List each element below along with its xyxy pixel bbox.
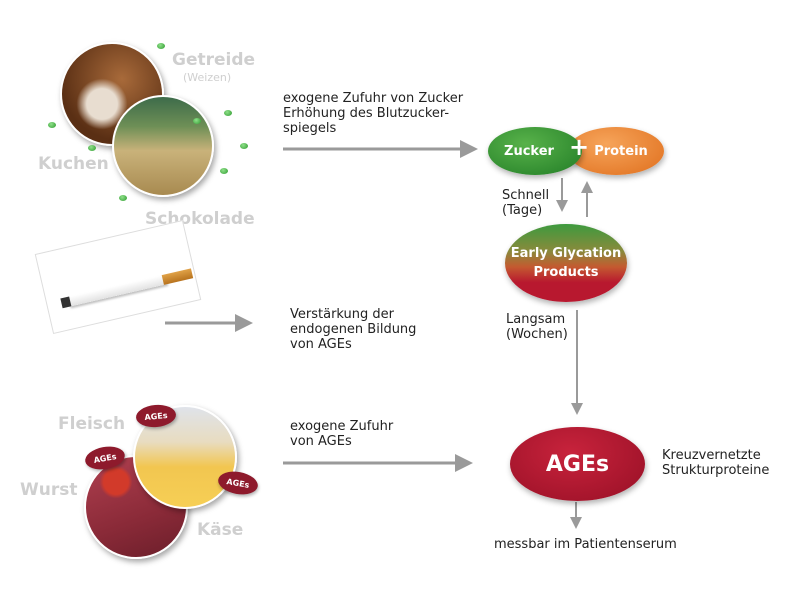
text-line: exogene Zufuhr von Zucker — [283, 91, 464, 106]
ages-intake-text: exogene Zufuhr von AGEs — [290, 419, 393, 449]
protein-node: Protein — [568, 127, 664, 175]
slow-label: Langsam (Wochen) — [506, 312, 568, 342]
text-line: Strukturproteine — [662, 463, 770, 478]
early-line: Early Glycation — [510, 246, 622, 261]
text-line: Erhöhung des Blutzucker- — [283, 106, 450, 121]
label-kaese: Käse — [197, 520, 244, 540]
decor-dot — [224, 110, 232, 116]
crosslinked-annotation: Kreuzvernetzte Strukturproteine — [662, 448, 769, 478]
text-line: Kreuzvernetzte — [662, 448, 761, 463]
fast-label: Schnell (Tage) — [502, 188, 549, 218]
cigarette-filter — [161, 268, 194, 285]
label-fleisch: Fleisch — [58, 414, 126, 434]
text-line: (Wochen) — [506, 327, 568, 342]
decor-dot — [240, 143, 248, 149]
ages-node: AGEs — [510, 427, 645, 501]
smoking-text: Verstärkung der endogenen Bildung von AG… — [290, 307, 416, 352]
early-line: Products — [533, 265, 599, 280]
protein-label: Protein — [594, 143, 648, 159]
cigarette-body — [68, 274, 168, 307]
label-getreide: Getreide — [172, 50, 256, 70]
text-line: endogenen Bildung — [290, 322, 417, 337]
label-weizen: (Weizen) — [183, 71, 232, 84]
text-line: spiegels — [283, 121, 337, 136]
early-glycation-node: Early Glycation Products — [505, 224, 627, 302]
decor-dot — [88, 145, 96, 151]
label-kuchen: Kuchen — [38, 154, 109, 174]
decor-dot — [220, 168, 228, 174]
decor-dot — [119, 195, 127, 201]
label-wurst: Wurst — [20, 480, 78, 500]
text-line: von AGEs — [290, 434, 352, 449]
text-line: Schnell — [502, 188, 550, 203]
decor-dot — [193, 118, 201, 124]
plus-sign: + — [569, 133, 590, 161]
wheat-photo — [112, 95, 214, 197]
measurable-annotation: messbar im Patientenserum — [494, 537, 677, 552]
zucker-label: Zucker — [504, 143, 554, 159]
decor-dot — [48, 122, 56, 128]
text-line: (Tage) — [502, 203, 543, 218]
decor-dot — [157, 43, 165, 49]
text-line: Verstärkung der — [290, 307, 394, 322]
sugar-intake-text: exogene Zufuhr von Zucker Erhöhung des B… — [283, 91, 463, 136]
zucker-node: Zucker — [488, 127, 582, 175]
text-line: exogene Zufuhr — [290, 419, 394, 434]
text-line: von AGEs — [290, 337, 352, 352]
text-line: Langsam — [506, 312, 566, 327]
cigarette-ash — [60, 296, 72, 309]
ages-label: AGEs — [545, 451, 610, 477]
